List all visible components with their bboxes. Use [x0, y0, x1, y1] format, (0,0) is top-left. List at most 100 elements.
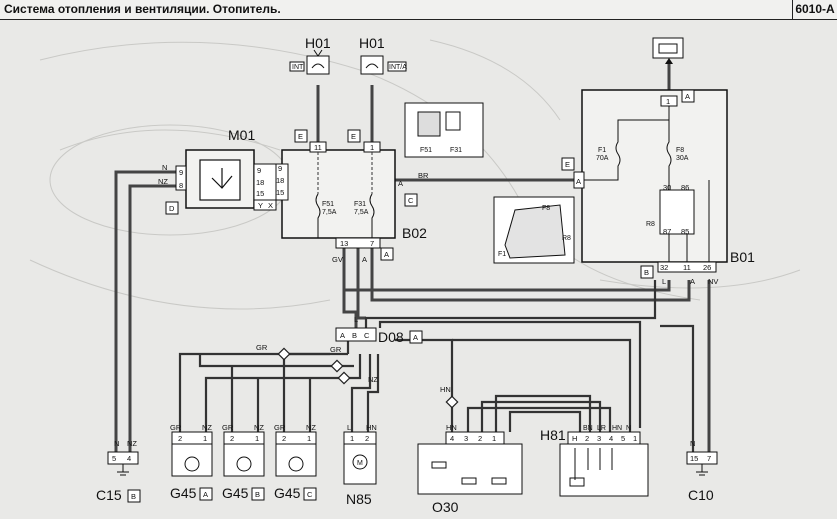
h81-label: H81 [540, 427, 566, 443]
h01-right [347, 55, 407, 143]
g45-b-label: G45 [222, 485, 249, 501]
g45c-pin-2: 2 [282, 434, 286, 443]
o30-pin-2: 2 [478, 434, 482, 443]
m01-label: M01 [228, 127, 255, 143]
relay-pin-85: 85 [681, 227, 689, 236]
g45a-pin-2: 2 [178, 434, 182, 443]
inset-f8: F8 [542, 205, 550, 212]
o30-resistor [417, 431, 523, 495]
b02-conn-tag: A [384, 250, 389, 259]
wire-code-l-d08: L [354, 315, 358, 324]
b01-pin-11: 11 [683, 263, 691, 272]
d08-pin-c: C [364, 331, 370, 340]
d08-pin-b: B [352, 331, 357, 340]
motor-icon [184, 456, 200, 472]
d08-connector [335, 327, 377, 342]
b01-pin-1: 1 [666, 97, 670, 106]
h81-wire-lr: LR [597, 425, 606, 432]
fuse-f31-icon [369, 193, 375, 238]
c15-ground [107, 451, 139, 476]
battery-icon [652, 37, 684, 64]
g45b-wire-nz: NZ [254, 423, 264, 432]
g45-a-tag: A [203, 490, 208, 499]
wire-code-n: N [162, 163, 167, 172]
b02-left-pin-9: 9 [278, 164, 282, 173]
relay-r8-label: R8 [646, 221, 655, 228]
b02-left-pin-15: 15 [276, 188, 284, 197]
o30-pin-1: 1 [492, 434, 496, 443]
b01-fusebox [573, 89, 728, 273]
b01-conn-tag: B [644, 268, 649, 277]
h81-pin-4: 4 [609, 434, 613, 443]
wires [114, 60, 711, 458]
relay-pin-87: 87 [663, 227, 671, 236]
b01-side-pin: A [576, 177, 581, 186]
h01-right-tag: E [351, 132, 356, 141]
h81-pin-1: 1 [633, 434, 637, 443]
switch-icon [569, 477, 585, 487]
m01-pin-8: 8 [179, 181, 183, 190]
d08-pin-a: A [340, 331, 345, 340]
c15-pin-5: 5 [112, 454, 116, 463]
h01-left-label: H01 [305, 35, 331, 51]
c10-label: C10 [688, 487, 714, 503]
o30-label: O30 [432, 499, 459, 515]
b02-pin-7: 7 [370, 239, 374, 248]
svg-text:M: M [357, 460, 363, 467]
inset-fuse-panel-top [404, 102, 484, 158]
d08-label: D08 [378, 329, 404, 345]
title-bar: Система отопления и вентиляции. Отопител… [0, 0, 837, 20]
relay-pin-30: 30 [663, 183, 671, 192]
heater-icon [365, 63, 379, 69]
c15-wire-n: N [114, 439, 119, 448]
fuse-f1-label: F1 [598, 147, 606, 154]
inset-f31: F31 [450, 147, 462, 154]
wire-code-nz-d08: NZ [368, 375, 378, 384]
b02-pin-11: 11 [314, 143, 322, 152]
wire-code-nz: NZ [158, 177, 168, 186]
inset-r8: R8 [562, 235, 571, 242]
wire-code-gr-d08: GR [330, 345, 342, 354]
m01-module [175, 149, 277, 211]
b02-pin-1: 1 [370, 143, 374, 152]
g45-c-label: G45 [274, 485, 301, 501]
g45-a-label: G45 [170, 485, 197, 501]
diagram-code: 6010-A [792, 0, 837, 19]
b02-left-pin-18: 18 [276, 176, 284, 185]
b01-top-tag: A [685, 92, 690, 101]
junctions [277, 347, 459, 409]
c15-label: C15 [96, 487, 122, 503]
g45c-wire-nz: NZ [306, 423, 316, 432]
m01-right-pin-18: 18 [256, 178, 264, 187]
g45b-wire-gr: GR [222, 423, 234, 432]
n85-pin-2: 2 [365, 434, 369, 443]
m01-pin-x: X [268, 201, 273, 210]
h81-pin-3: 3 [597, 434, 601, 443]
fuse-f1-icon [584, 106, 670, 181]
b01-pin-26: 26 [703, 263, 711, 272]
m01-tag: D [169, 204, 175, 213]
g45c-wire-gr: GR [274, 423, 286, 432]
g45-b [223, 431, 265, 477]
g45a-wire-gr: GR [170, 423, 182, 432]
g45a-wire-nz: NZ [202, 423, 212, 432]
wire-code-br: BR [418, 171, 429, 180]
inset-f1: F1 [498, 251, 506, 258]
h81-pin-h: H [572, 434, 577, 443]
fuse-f8-icon [666, 120, 672, 190]
wire-code-a: A [362, 255, 367, 264]
h01-left-tag: E [298, 132, 303, 141]
c10-wire-n: N [690, 439, 695, 448]
relay-r8-icon [659, 189, 695, 235]
o30-pin-4: 4 [450, 434, 454, 443]
h81-wire-bn: BN [583, 425, 593, 432]
m01-pin-y: Y [258, 201, 263, 210]
fuse-f8-label: F8 [676, 147, 684, 154]
motor-icon [236, 456, 252, 472]
c10-pin-7: 7 [707, 454, 711, 463]
n85-motor: M [343, 431, 377, 485]
c15-wire-nz: NZ [127, 439, 137, 448]
h81-wire-hn: HN [612, 425, 622, 432]
m01-right-pin-15: 15 [256, 189, 264, 198]
h01-right-icon-label: INT/A [389, 64, 407, 71]
